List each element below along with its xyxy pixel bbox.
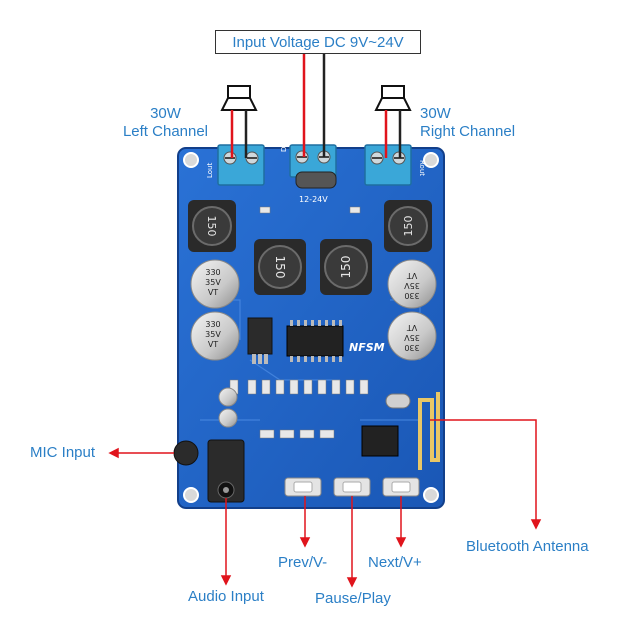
- pause-play-label: Pause/Play: [315, 590, 391, 607]
- inductor-value: 150: [205, 216, 218, 237]
- inductor: [384, 200, 432, 252]
- inductor-value: 150: [273, 256, 287, 279]
- right-channel-label: 30W Right Channel: [420, 105, 515, 141]
- cap-text: 330: [404, 343, 419, 352]
- mount-hole: [423, 152, 439, 168]
- left-channel-name: Left Channel: [122, 123, 209, 140]
- bluetooth-antenna-label: Bluetooth Antenna: [466, 538, 589, 555]
- amplifier-chip: [286, 325, 344, 357]
- next-label: Next/V+: [368, 554, 422, 571]
- inductor: [188, 200, 236, 252]
- mount-hole: [183, 152, 199, 168]
- right-channel-power: 30W: [420, 105, 451, 122]
- left-channel-label: 30W Left Channel: [118, 105, 213, 141]
- bluetooth-antenna-trace: [418, 392, 440, 470]
- terminal-right: [364, 144, 412, 186]
- speaker-right-icon: [374, 85, 412, 111]
- prev-label: Prev/V-: [278, 554, 328, 571]
- microphone: [173, 440, 199, 466]
- input-voltage-label: Input Voltage DC 9V~24V: [215, 30, 421, 54]
- marking-logo: NFSM: [349, 341, 385, 354]
- button-next: [382, 477, 420, 497]
- capacitor: [387, 311, 437, 361]
- capacitor: [190, 311, 240, 361]
- terminal-dc: [289, 144, 337, 178]
- marking-dc: DC⊕: [280, 136, 288, 152]
- cap-text: VT: [208, 340, 218, 349]
- crystal: [385, 393, 411, 409]
- cap-text: VT: [407, 323, 417, 332]
- marking-voltage: 12-24V: [299, 195, 328, 204]
- cap-text: 330: [205, 320, 220, 329]
- cap-text: 330: [205, 268, 220, 277]
- left-channel-power: 30W: [150, 105, 181, 122]
- inductor: [254, 239, 306, 295]
- inductor-value: 150: [402, 216, 415, 237]
- mount-hole: [423, 487, 439, 503]
- regulator: [247, 317, 273, 355]
- small-capacitor: [218, 387, 238, 407]
- mount-hole: [183, 487, 199, 503]
- callout-antenna-line: [430, 419, 537, 522]
- inductor-value: 150: [339, 256, 353, 279]
- marking-lout: Lout: [206, 163, 214, 178]
- audio-input-label: Audio Input: [188, 588, 264, 605]
- right-channel-name: Right Channel: [420, 123, 516, 140]
- terminal-left: [217, 144, 265, 186]
- cap-text: 35V: [404, 333, 420, 342]
- dc-jack: [295, 171, 337, 189]
- mic-input-label: MIC Input: [30, 444, 96, 461]
- cap-text: 35V: [404, 281, 420, 290]
- cap-text: 35V: [205, 330, 221, 339]
- button-pause-play: [333, 477, 371, 497]
- capacitor: [387, 259, 437, 309]
- cap-text: VT: [407, 271, 417, 280]
- cap-text: 330: [404, 291, 419, 300]
- inductor: [320, 239, 372, 295]
- bluetooth-chip: [361, 425, 399, 457]
- button-prev: [284, 477, 322, 497]
- cap-text: VT: [208, 288, 218, 297]
- marking-rout: Rout: [418, 160, 426, 176]
- small-capacitor: [218, 408, 238, 428]
- cap-text: 35V: [205, 278, 221, 287]
- speaker-left-icon: [220, 85, 258, 111]
- capacitor: [190, 259, 240, 309]
